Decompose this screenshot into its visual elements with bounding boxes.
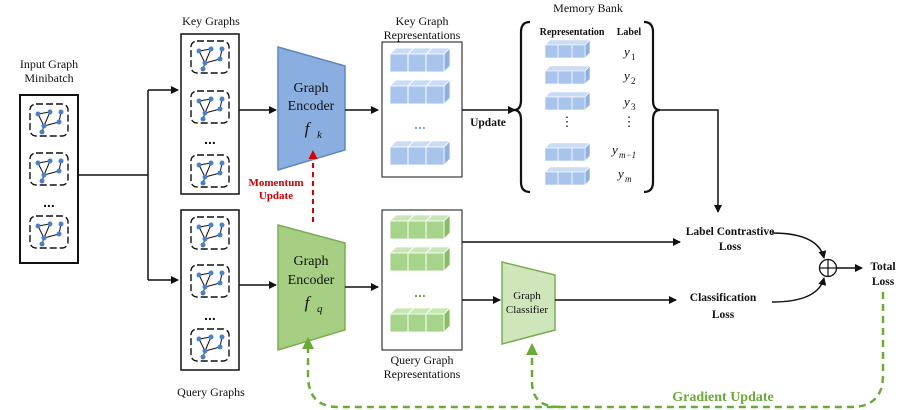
total-loss-line1: Total [870, 261, 895, 273]
memory-label-3-sub: 3 [631, 102, 636, 112]
key-encoder-line1: Graph [294, 81, 329, 96]
total-loss-line2: Loss [872, 276, 895, 288]
key-reps-ellipsis: ... [414, 116, 426, 132]
memory-bank-title: Memory Bank [553, 1, 623, 15]
classifier-line1: Graph [513, 290, 541, 302]
key-graphs-title: Key Graphs [182, 14, 240, 28]
key-encoder-symbol: f [305, 119, 312, 138]
memory-label-5: y m [616, 166, 632, 184]
memory-label-4: y m−1 [610, 142, 636, 160]
memory-label-1-base: y [622, 44, 630, 59]
key-rep-bar-3 [389, 140, 451, 166]
input-graph-3 [29, 215, 69, 249]
query-graph-1 [190, 216, 230, 250]
memory-rep-5 [544, 166, 591, 186]
query-encoder-subscript: q [317, 303, 323, 315]
key-graph-1 [190, 40, 230, 74]
key-encoder-subscript: k [317, 129, 323, 141]
classifier-line2: Classifier [506, 304, 548, 316]
query-graph-3 [190, 328, 230, 362]
memory-bank-col-representation: Representation [540, 27, 605, 38]
cl-line2: Loss [712, 309, 735, 321]
query-reps-title-line2: Representations [384, 367, 461, 381]
memory-label-3: y 3 [622, 94, 636, 112]
cl-line1: Classification [690, 292, 757, 304]
query-graph-2 [190, 264, 230, 298]
memory-ellipsis: ⋮ [561, 114, 574, 129]
memory-label-2-sub: 2 [631, 76, 636, 86]
key-graph-3 [190, 154, 230, 188]
memory-label-2-base: y [622, 68, 630, 83]
update-label: Update [470, 117, 506, 129]
memory-bank-col-label: Label [617, 27, 642, 38]
query-rep-bar-3 [389, 307, 451, 333]
key-rep-bar-1 [389, 47, 451, 73]
lcl-line2: Loss [719, 241, 742, 253]
memory-rep-1 [544, 39, 591, 59]
input-title-line2: Minibatch [24, 71, 73, 85]
memory-label-2: y 2 [622, 68, 636, 86]
key-reps-title-line2: Representations [384, 28, 461, 42]
memory-label-ellipsis: ⋮ [623, 114, 636, 129]
memory-bank-left-brace [513, 20, 531, 194]
query-encoder-line1: Graph [294, 254, 329, 269]
query-encoder-line2: Encoder [288, 273, 335, 288]
memory-rep-2 [544, 65, 591, 85]
query-rep-bar-1 [389, 214, 451, 240]
memory-label-4-sub: m−1 [619, 150, 636, 160]
memory-rep-4 [544, 142, 591, 162]
input-title-line1: Input Graph [20, 57, 78, 71]
input-ellipsis: ... [43, 194, 55, 210]
key-encoder [277, 46, 346, 172]
input-graph-1 [29, 103, 69, 137]
input-graph-2 [29, 152, 69, 186]
memory-bank-right-brace [643, 20, 661, 194]
key-reps-title-line1: Key Graph [396, 14, 449, 28]
memory-label-5-base: y [616, 166, 624, 181]
memory-label-5-sub: m [625, 174, 632, 184]
arrow-cl-to-sum [771, 277, 827, 303]
key-encoder-line2: Encoder [288, 99, 335, 114]
memory-label-1: y 1 [622, 44, 636, 62]
lcl-line1: Label Contrastive [686, 226, 774, 238]
query-graphs-ellipsis: ... [204, 307, 216, 323]
arrow-memory-to-lcl [660, 109, 722, 213]
gradient-update-to-encoder [302, 292, 885, 409]
memory-label-4-base: y [610, 142, 618, 157]
query-encoder-symbol: f [305, 293, 312, 312]
query-rep-bar-2 [389, 246, 451, 272]
key-graphs-ellipsis: ... [204, 131, 216, 147]
key-rep-bar-2 [389, 79, 451, 105]
momentum-line1: Momentum [249, 177, 304, 189]
key-graph-2 [190, 90, 230, 124]
query-encoder [277, 224, 346, 352]
query-graphs-title: Query Graphs [177, 385, 245, 399]
memory-label-3-base: y [622, 94, 630, 109]
query-reps-ellipsis: ... [414, 284, 426, 300]
gradient-update-to-classifier [526, 343, 561, 409]
memory-label-1-sub: 1 [631, 52, 636, 62]
gradient-update-label: Gradient Update [672, 390, 774, 405]
momentum-line2: Update [259, 190, 293, 202]
arrow-lcl-to-sum [771, 232, 827, 259]
query-reps-title-line1: Query Graph [391, 353, 454, 367]
memory-rep-3 [544, 91, 591, 111]
graph-classifier [501, 261, 556, 345]
